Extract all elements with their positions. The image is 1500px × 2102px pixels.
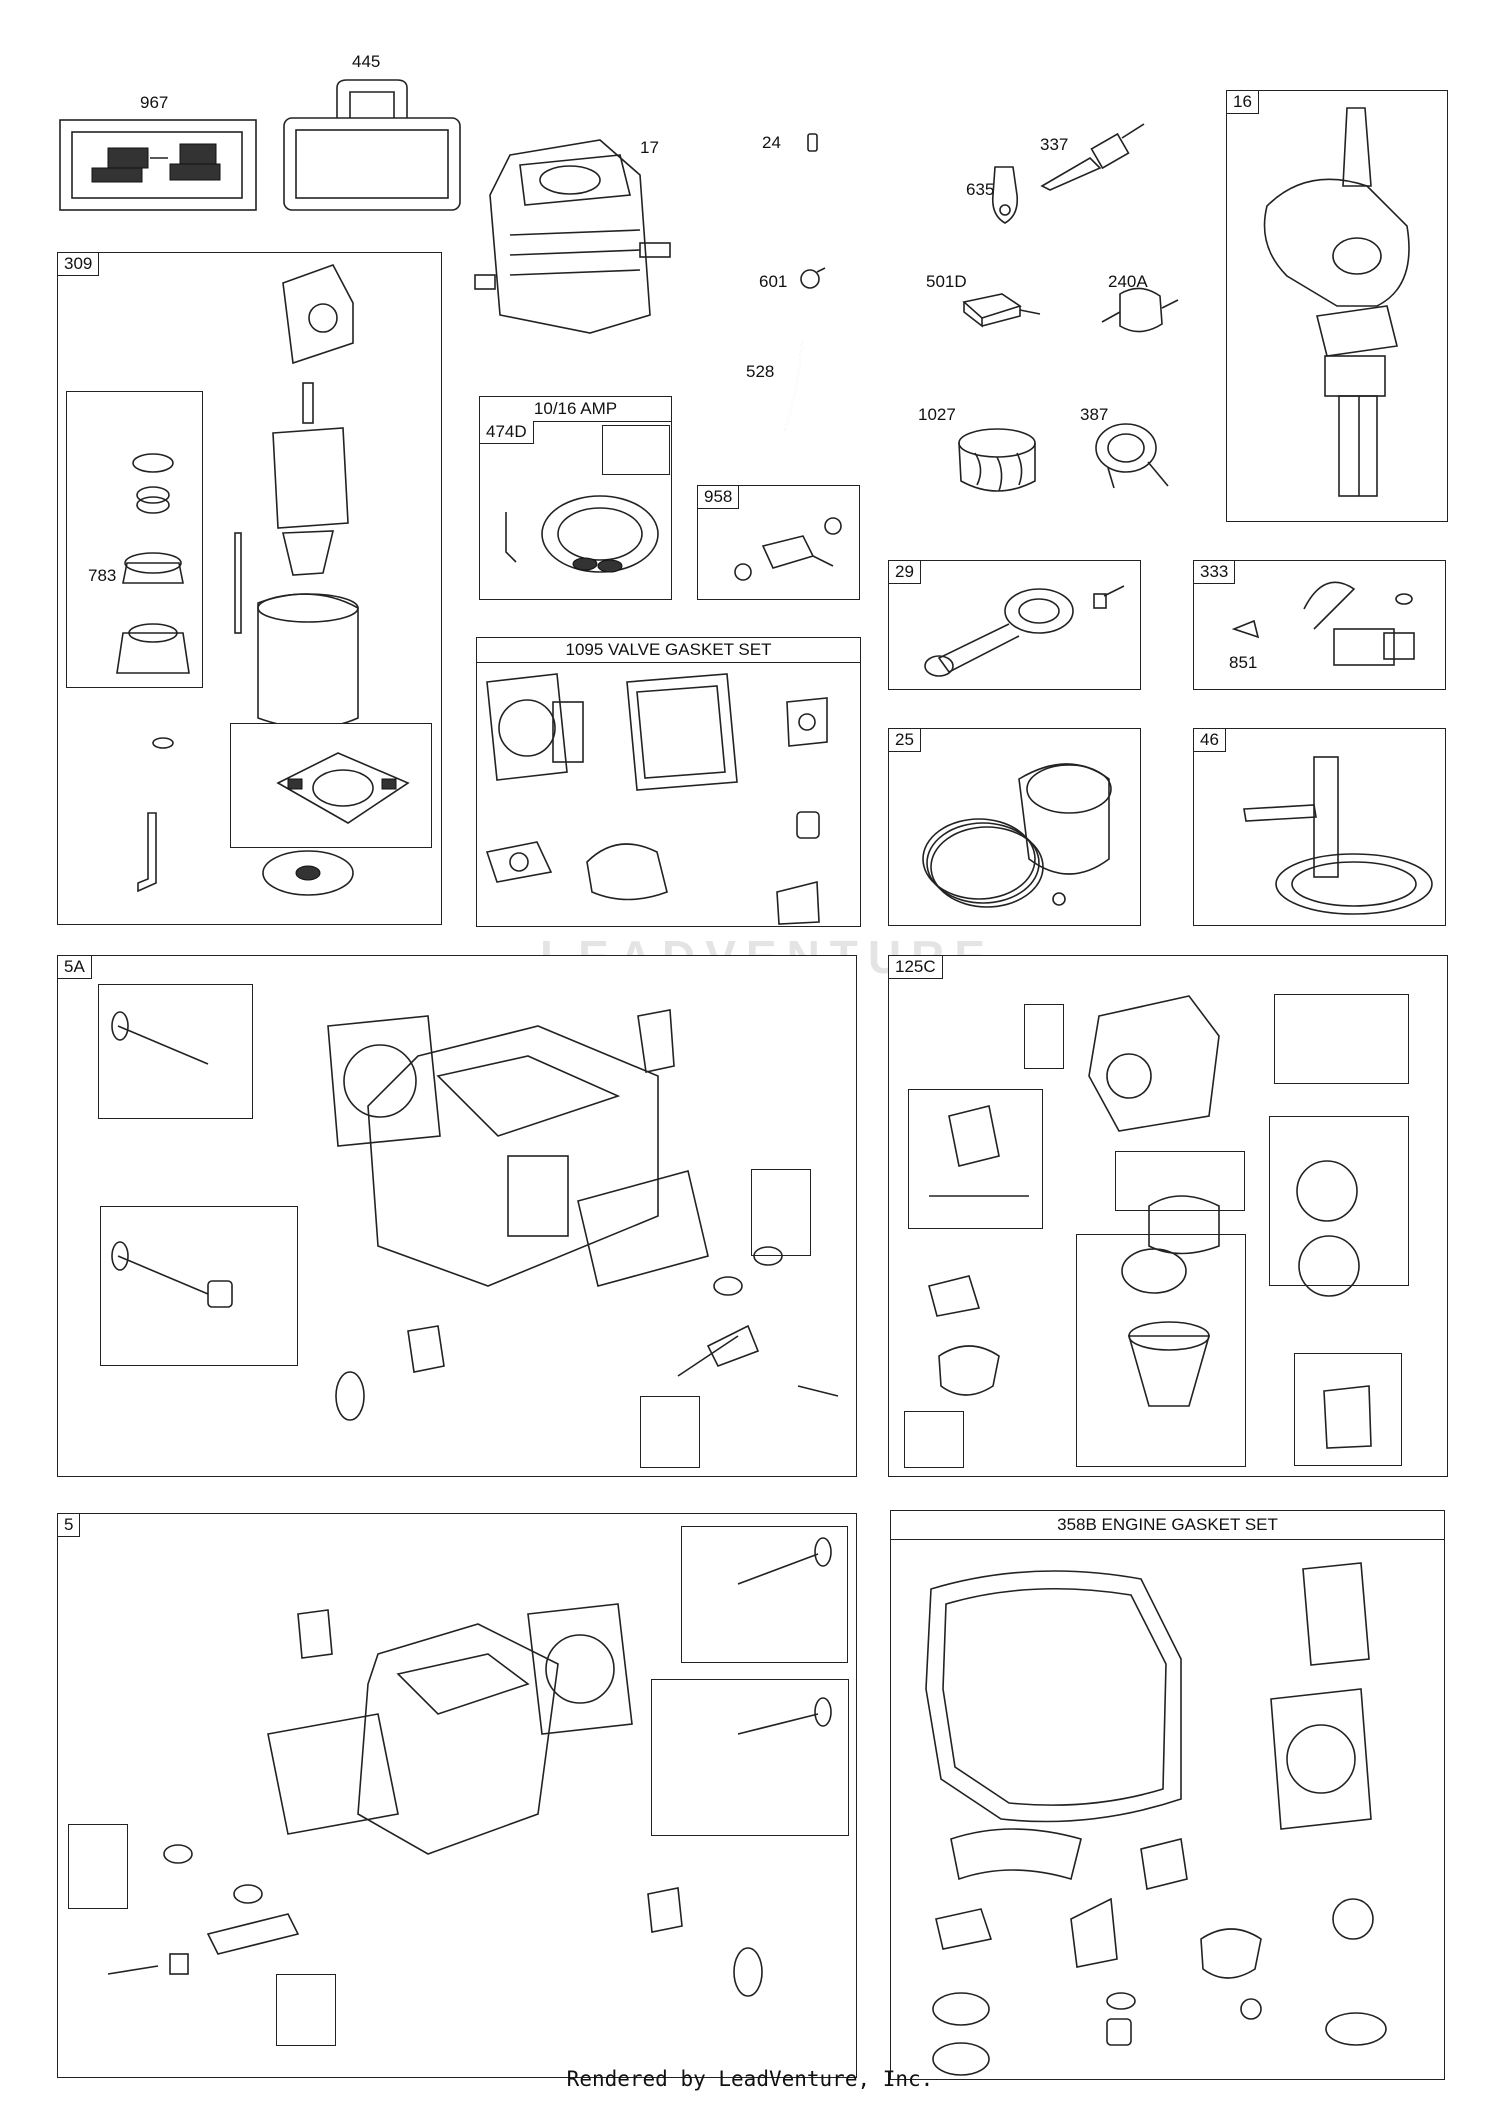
part-label-17: 17: [640, 138, 659, 157]
5a-valve-keeper-subbox: [751, 1169, 811, 1256]
part-label-528: 528: [746, 362, 775, 381]
short-block-17-drawing: [474, 139, 671, 334]
fuel-line-528-drawing: [784, 341, 803, 431]
box-333: 333 851: [1193, 560, 1446, 690]
spark-plug-boot-635-drawing: [991, 166, 1019, 224]
box-5-label: 5: [58, 1514, 81, 1537]
part-label-445: 445: [352, 52, 381, 71]
box-958: 958: [697, 485, 860, 600]
5-valve-keeper-subbox: [68, 1824, 128, 1909]
box-309: 309 783: [57, 252, 442, 925]
camshaft-drawing: [1243, 756, 1433, 915]
connecting-rod-drawing: [924, 585, 1125, 677]
part-label-783: 783: [88, 566, 117, 585]
alternator-box-title: 10/16 AMP: [480, 397, 671, 422]
125c-diaphragm-subbox: [1269, 1116, 1409, 1286]
footer-credit: Rendered by LeadVenture, Inc.: [566, 2067, 934, 2091]
box-5: 5: [57, 1513, 857, 2078]
brush-plate-subbox: [230, 723, 432, 848]
clamp-601-drawing: [800, 267, 826, 289]
box-358b-engine-gasket-set: 358B ENGINE GASKET SET: [890, 1510, 1445, 2080]
box-1095-valve-gasket-set: 1095 VALVE GASKET SET: [476, 637, 861, 927]
part-label-851: 851: [1229, 653, 1258, 672]
pre-cleaner-445-drawing: [283, 79, 461, 211]
125c-linkage-subbox: [1274, 994, 1409, 1084]
part-label-387: 387: [1080, 405, 1109, 424]
crankshaft-drawing: [1263, 107, 1410, 497]
cylinder-head-5-drawing: [107, 1537, 832, 1997]
box-5a: 5A: [57, 955, 857, 1477]
fuel-pump-387-drawing: [1095, 423, 1169, 489]
engine-gasket-set-drawing: [925, 1562, 1387, 2076]
cylinder-head-5a-drawing: [111, 1009, 839, 1421]
fuel-shutoff-drawing: [734, 517, 842, 581]
5a-intake-valve-subbox: [100, 1206, 298, 1366]
box-5a-label: 5A: [58, 956, 92, 979]
part-label-635: 635: [966, 180, 995, 199]
starter-drive-parts-drawing: [116, 453, 190, 674]
alternator-screws-subbox: [602, 425, 670, 475]
box-alternator-10-16-amp: 10/16 AMP 474D: [479, 396, 672, 600]
spark-plug-337-drawing: [1040, 123, 1145, 191]
dowel-pin-24-drawing: [807, 133, 818, 152]
5-rocker-nut-subbox: [276, 1974, 336, 2046]
alternator-stator-drawing: [505, 495, 659, 573]
oil-filter-1027-drawing: [958, 428, 1036, 492]
box-25: 25: [888, 728, 1141, 926]
125c-throttle-subbox: [908, 1089, 1043, 1229]
engine-gasket-title: 358B ENGINE GASKET SET: [891, 1511, 1444, 1540]
part-label-1027: 1027: [918, 405, 956, 424]
box-29: 29: [888, 560, 1141, 690]
box-46: 46: [1193, 728, 1446, 926]
box-125c: 125C: [888, 955, 1448, 1477]
valve-gasket-set-drawing: [485, 673, 828, 925]
part-label-240a: 240A: [1108, 272, 1148, 291]
air-filter-967-drawing: [59, 119, 257, 211]
fuel-filter-240a-drawing: [1101, 287, 1179, 333]
box-958-label: 958: [698, 486, 740, 509]
box-16: 16: [1226, 90, 1448, 522]
part-label-337: 337: [1040, 135, 1069, 154]
125c-float-bowl-subbox: [1115, 1151, 1245, 1211]
125c-screw-subbox: [904, 1411, 964, 1468]
piston-rings-drawing: [922, 763, 1112, 908]
rectifier-501d-drawing: [962, 293, 1041, 328]
125c-idle-screw-subbox: [1024, 1004, 1064, 1069]
part-label-967: 967: [140, 93, 169, 112]
box-25-label: 25: [889, 729, 921, 752]
part-label-501d: 501D: [926, 272, 967, 291]
ignition-armature-drawing: [1231, 581, 1415, 666]
box-46-label: 46: [1194, 729, 1226, 752]
box-474d-label: 474D: [480, 421, 534, 444]
carburetor-125c-drawing: [928, 995, 1372, 1449]
box-16-label: 16: [1227, 91, 1259, 114]
box-333-label: 333: [1194, 561, 1236, 584]
part-label-601: 601: [759, 272, 788, 291]
box-29-label: 29: [889, 561, 921, 584]
part-label-24: 24: [762, 133, 781, 152]
box-125c-label: 125C: [889, 956, 943, 979]
starter-bolt-bracket-drawing: [137, 737, 174, 893]
5a-exhaust-valve-subbox: [98, 984, 253, 1119]
5a-rocker-nut-subbox: [640, 1396, 700, 1468]
brush-plate-drawing: [276, 752, 410, 824]
valve-gasket-title: 1095 VALVE GASKET SET: [477, 638, 860, 663]
5-exhaust-valve-subbox: [681, 1526, 848, 1663]
box-309-label: 309: [58, 253, 100, 276]
